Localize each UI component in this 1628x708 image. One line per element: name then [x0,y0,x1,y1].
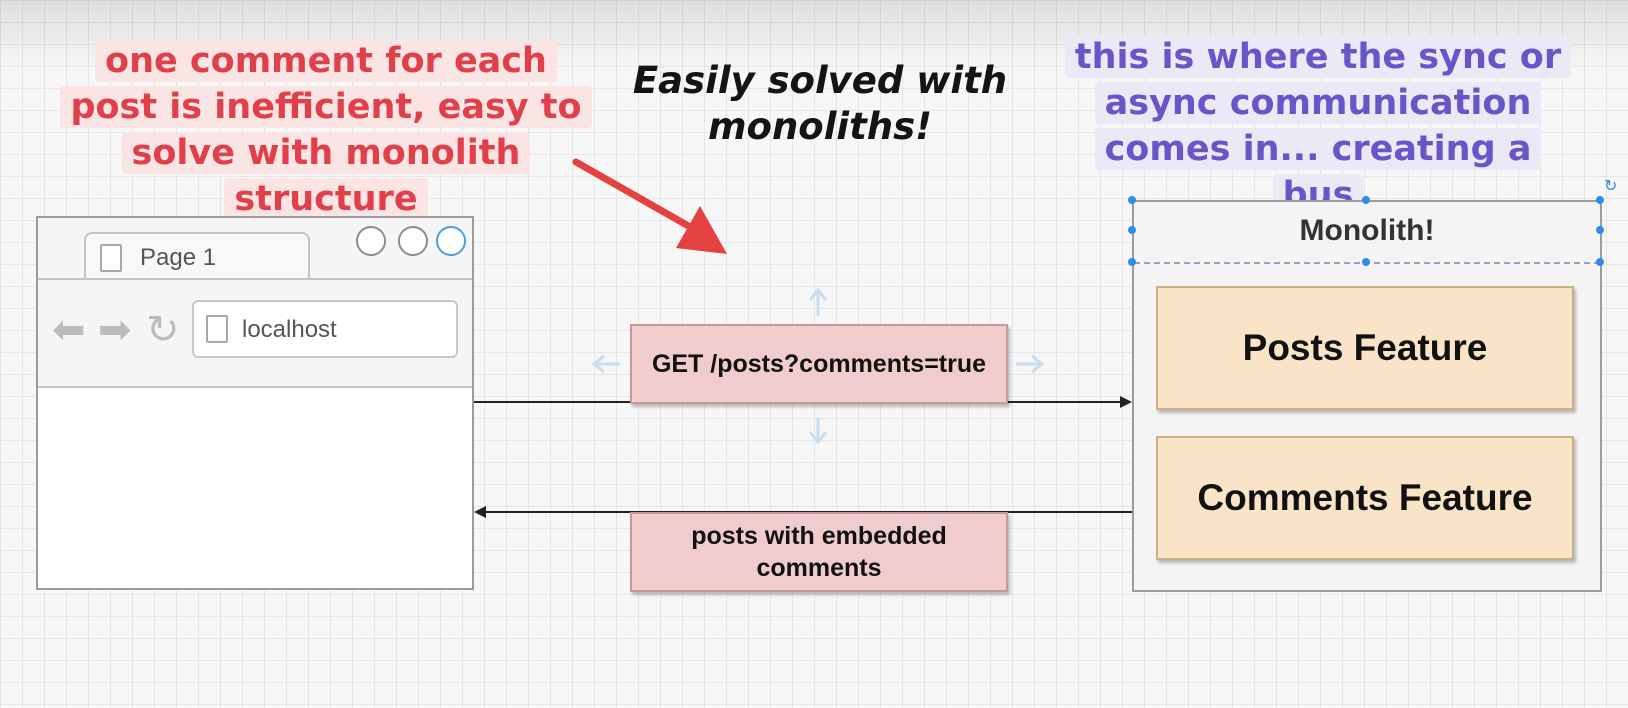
rotate-handle-icon[interactable]: ↻ [1604,178,1618,195]
forward-arrow-icon[interactable]: ➡ [98,308,132,352]
monolith-title-area[interactable]: Monolith! [1134,202,1600,264]
resize-handle[interactable] [1596,258,1604,266]
browser-tab-bar: Page 1 [38,218,472,280]
address-bar[interactable]: localhost [192,300,458,358]
window-button-icon[interactable] [398,226,428,256]
problem-note: one comment for each post is inefficient… [56,38,596,222]
response-label[interactable]: posts with embedded comments [630,512,1008,592]
page-icon [100,244,122,272]
resize-handle[interactable] [1596,196,1604,204]
posts-feature[interactable]: Posts Feature [1156,286,1574,410]
page-icon [206,315,228,343]
resize-handle[interactable] [1128,226,1136,234]
window-button-icon[interactable] [436,226,466,256]
browser-tab[interactable]: Page 1 [84,232,310,280]
browser-window: Page 1 ⬅ ➡ ↻ localhost [36,216,474,590]
request-label[interactable]: GET /posts?comments=true [630,324,1008,404]
resize-handle[interactable] [1596,226,1604,234]
back-arrow-icon[interactable]: ⬅ [52,308,86,352]
window-button-icon[interactable] [356,226,386,256]
address-text: localhost [242,316,337,343]
comments-feature[interactable]: Comments Feature [1156,436,1574,560]
browser-toolbar: ⬅ ➡ ↻ localhost [38,278,472,388]
headline-note: Easily solved with monoliths! [632,59,1008,148]
resize-handle[interactable] [1128,258,1136,266]
resize-handle[interactable] [1362,196,1370,204]
bus-note: this is where the sync or async communic… [1058,34,1578,218]
resize-handle[interactable] [1128,196,1136,204]
reload-icon[interactable]: ↻ [146,308,180,352]
selection-guides [591,287,1045,445]
red-arrow-icon [572,158,727,254]
tab-label: Page 1 [140,244,217,271]
resize-handle[interactable] [1362,258,1370,266]
monolith-title: Monolith! [1299,214,1435,247]
